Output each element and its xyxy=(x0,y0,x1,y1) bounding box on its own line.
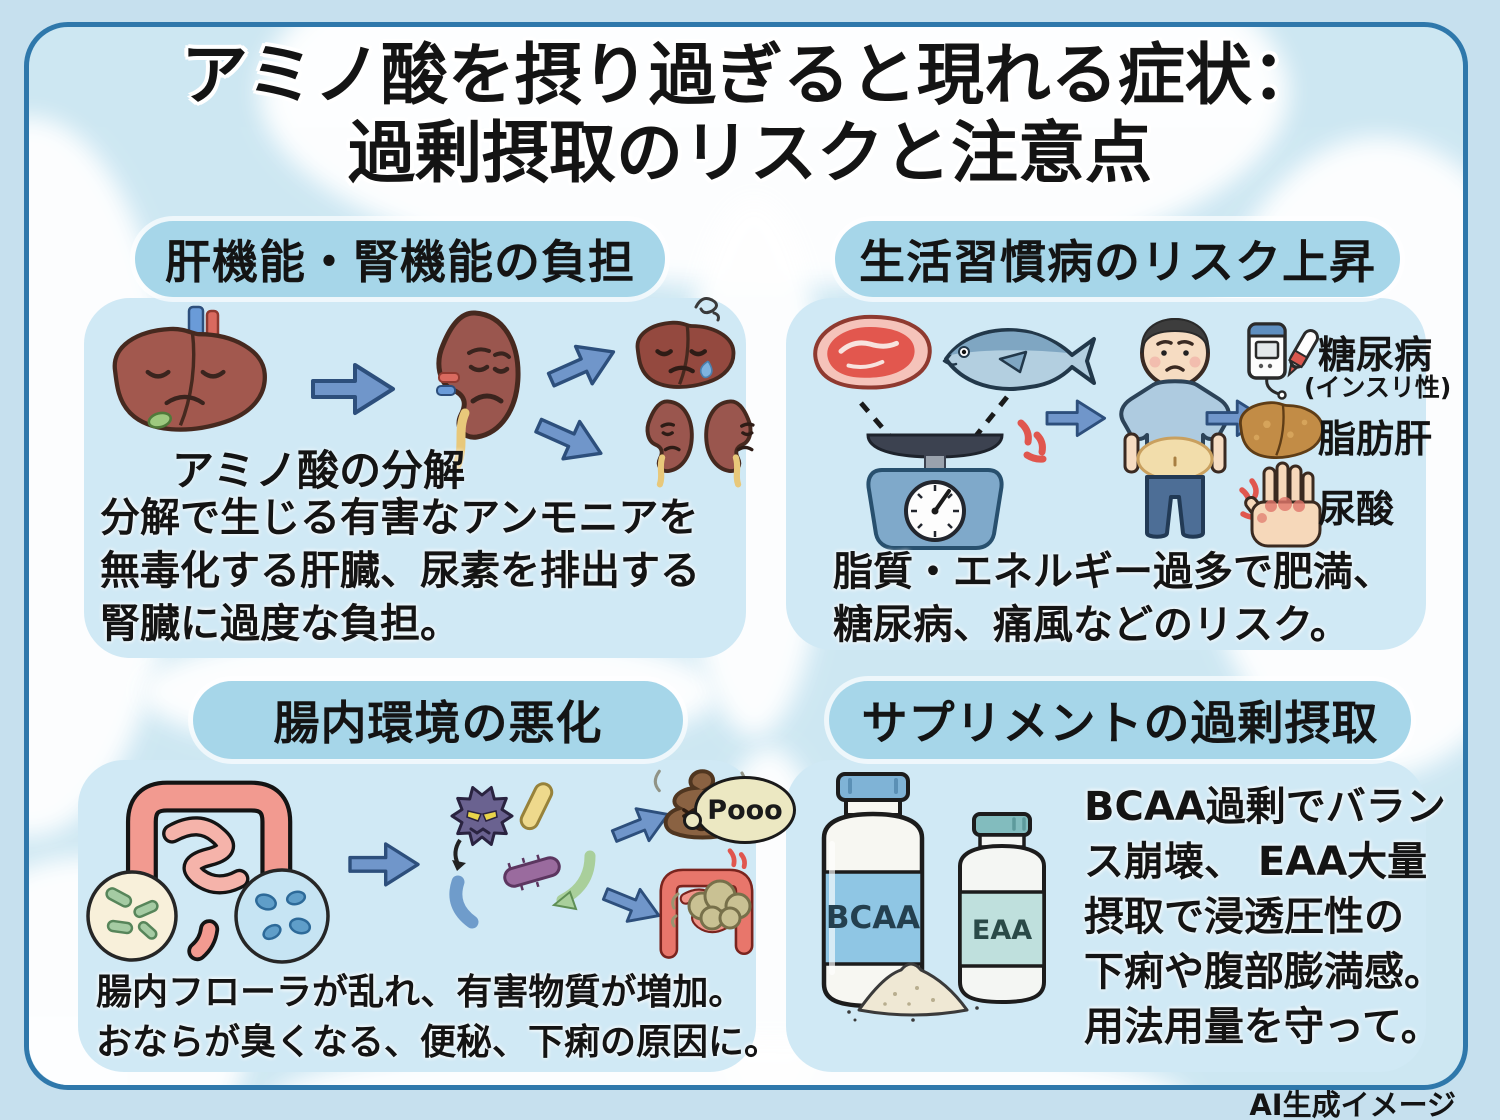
header-lifestyle: 生活習慣病のリスク上昇 xyxy=(835,221,1400,297)
sad-kidneys-icon xyxy=(645,399,755,488)
powder-pile-icon xyxy=(847,962,979,1022)
speech-bubble-text: Pooo xyxy=(707,794,783,826)
crying-liver-icon xyxy=(635,297,736,389)
good-bacteria-bubble xyxy=(86,870,178,962)
sad-liver-icon xyxy=(115,305,265,430)
header-label: 腸内環境の悪化 xyxy=(273,696,603,750)
supplement-illustration: BCAA EAA xyxy=(821,772,1046,1022)
lifestyle-illustration xyxy=(813,314,1267,550)
sad-kidney-icon xyxy=(436,313,518,470)
alert-marks xyxy=(1017,419,1047,463)
fatty-liver-icon xyxy=(1239,401,1324,460)
title-line-1: アミノ酸を摂り過ぎると現れる症状： xyxy=(181,36,1319,114)
arrow-down-right-icon xyxy=(528,405,611,474)
header-label: サプリメントの過剰摂取 xyxy=(861,696,1379,750)
header-gut: 腸内環境の悪化 xyxy=(193,681,683,759)
gout-hand-icon xyxy=(1239,461,1322,548)
harmful-bacteria-icons xyxy=(449,782,596,929)
risk-label-fatty-liver: 脂肪肝 xyxy=(1318,417,1433,461)
title-line-2: 過剰摂取のリスクと注意点 xyxy=(348,114,1152,193)
header-supplement: サプリメントの過剰摂取 xyxy=(829,681,1411,759)
risk-sublabel-insulin: (インスリ性) xyxy=(1304,373,1452,402)
risk-label-uric-acid: 尿酸 xyxy=(1318,487,1395,531)
bcaa-label: BCAA xyxy=(826,900,920,936)
lifestyle-body: 脂質・エネルギー過多で肥満、 糖尿病、痛風などのリスク。 xyxy=(833,549,1393,648)
page-title: アミノ酸を摂り過ぎると現れる症状： 過剰摂取のリスクと注意点 xyxy=(0,36,1500,193)
liver-kidney-body: 分解で生じる有害なアンモニアを 無毒化する肝臓、尿素を排出する 腎臓に過度な負担… xyxy=(100,495,700,647)
overweight-man-icon xyxy=(1119,317,1231,539)
dashed-line xyxy=(965,395,1009,449)
gut-illustration xyxy=(86,769,753,964)
gut-body: 腸内フローラが乱れ、有害物質が増加。 おならが臭くなる、便秘、下痢の原因に。 xyxy=(96,972,781,1063)
arrow-right-icon xyxy=(348,842,420,887)
arrow-down-right-icon xyxy=(597,876,667,934)
header-liver-kidney: 肝機能・腎機能の負担 xyxy=(135,221,665,297)
eaa-bottle-icon: EAA xyxy=(958,812,1046,1005)
bcaa-bottle-icon: BCAA xyxy=(821,772,925,1009)
arrow-right-icon xyxy=(311,363,395,415)
header-label: 肝機能・腎機能の負担 xyxy=(165,235,635,289)
gas-cloud-icon xyxy=(670,879,752,931)
ai-generated-note: AI生成イメージ xyxy=(1249,1088,1456,1120)
supplement-body: BCAA過剰でバラン ス崩壊、 EAA大量 摂取で浸透圧性の 下痢や腹部膨満感。… xyxy=(1084,784,1446,1050)
poop-speech-bubble: Pooo xyxy=(683,776,796,844)
fish-icon xyxy=(942,328,1096,391)
eaa-label: EAA xyxy=(972,915,1032,946)
arrow-right-icon xyxy=(1045,399,1107,437)
header-label: 生活習慣病のリスク上昇 xyxy=(859,235,1376,289)
meat-icon xyxy=(813,314,932,390)
amino-breakdown-caption: アミノ酸の分解 xyxy=(172,446,466,495)
bad-bacteria-bubble xyxy=(234,868,330,964)
kitchen-scale-icon xyxy=(866,433,1004,550)
liver-kidney-illustration xyxy=(95,297,755,488)
risk-label-diabetes: 糖尿病 xyxy=(1318,333,1433,377)
arrow-up-right-icon xyxy=(541,331,624,400)
inflamed-intestine-icon xyxy=(669,848,745,950)
intestine-icon xyxy=(142,797,276,962)
glucose-meter-icon xyxy=(1247,322,1319,400)
